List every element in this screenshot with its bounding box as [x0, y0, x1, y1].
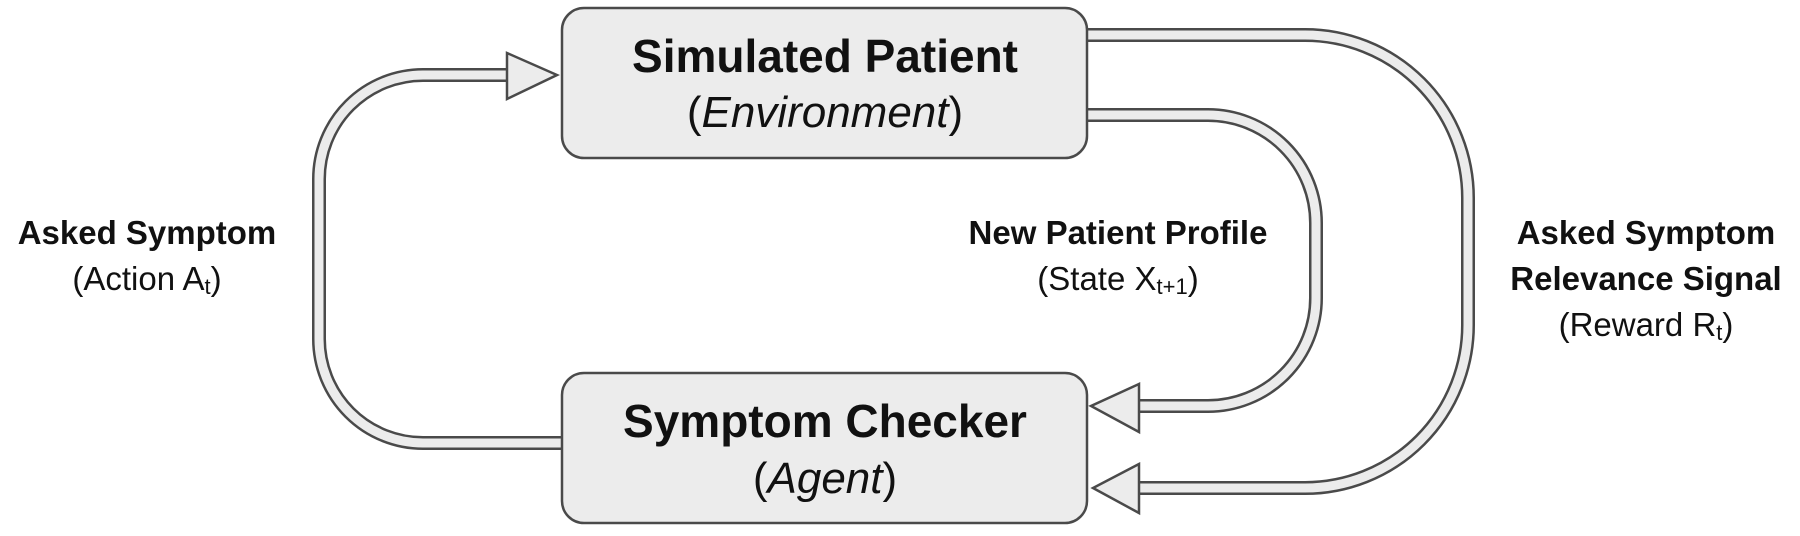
reward-label: Asked Symptom Relevance Signal (Reward R…: [1510, 214, 1781, 345]
state-label: New Patient Profile (State Xt+1): [969, 214, 1268, 299]
reward-arrow: [1088, 28, 1475, 516]
environment-subtitle: (Environment): [687, 88, 963, 137]
action-arrow: [312, 51, 562, 450]
action-label: Asked Symptom (Action At): [18, 214, 277, 299]
state-arrow: [1088, 108, 1323, 435]
action-label-detail: (Action At): [72, 260, 221, 299]
action-arrowhead: [505, 51, 560, 101]
reward-label-detail: (Reward Rt): [1559, 306, 1734, 345]
state-label-detail: (State Xt+1): [1037, 260, 1198, 299]
agent-subtitle: (Agent): [753, 454, 897, 503]
environment-title: Simulated Patient: [632, 30, 1018, 82]
agent-title: Symptom Checker: [623, 395, 1027, 447]
agent-box: Symptom Checker (Agent): [560, 371, 1089, 525]
reward-label-title-line2: Relevance Signal: [1510, 260, 1781, 297]
reward-arrowhead: [1090, 461, 1141, 516]
environment-box: Simulated Patient (Environment): [560, 6, 1089, 160]
reward-label-title-line1: Asked Symptom: [1517, 214, 1776, 251]
state-arrowhead: [1088, 382, 1141, 435]
state-label-title: New Patient Profile: [969, 214, 1268, 251]
action-label-title: Asked Symptom: [18, 214, 277, 251]
